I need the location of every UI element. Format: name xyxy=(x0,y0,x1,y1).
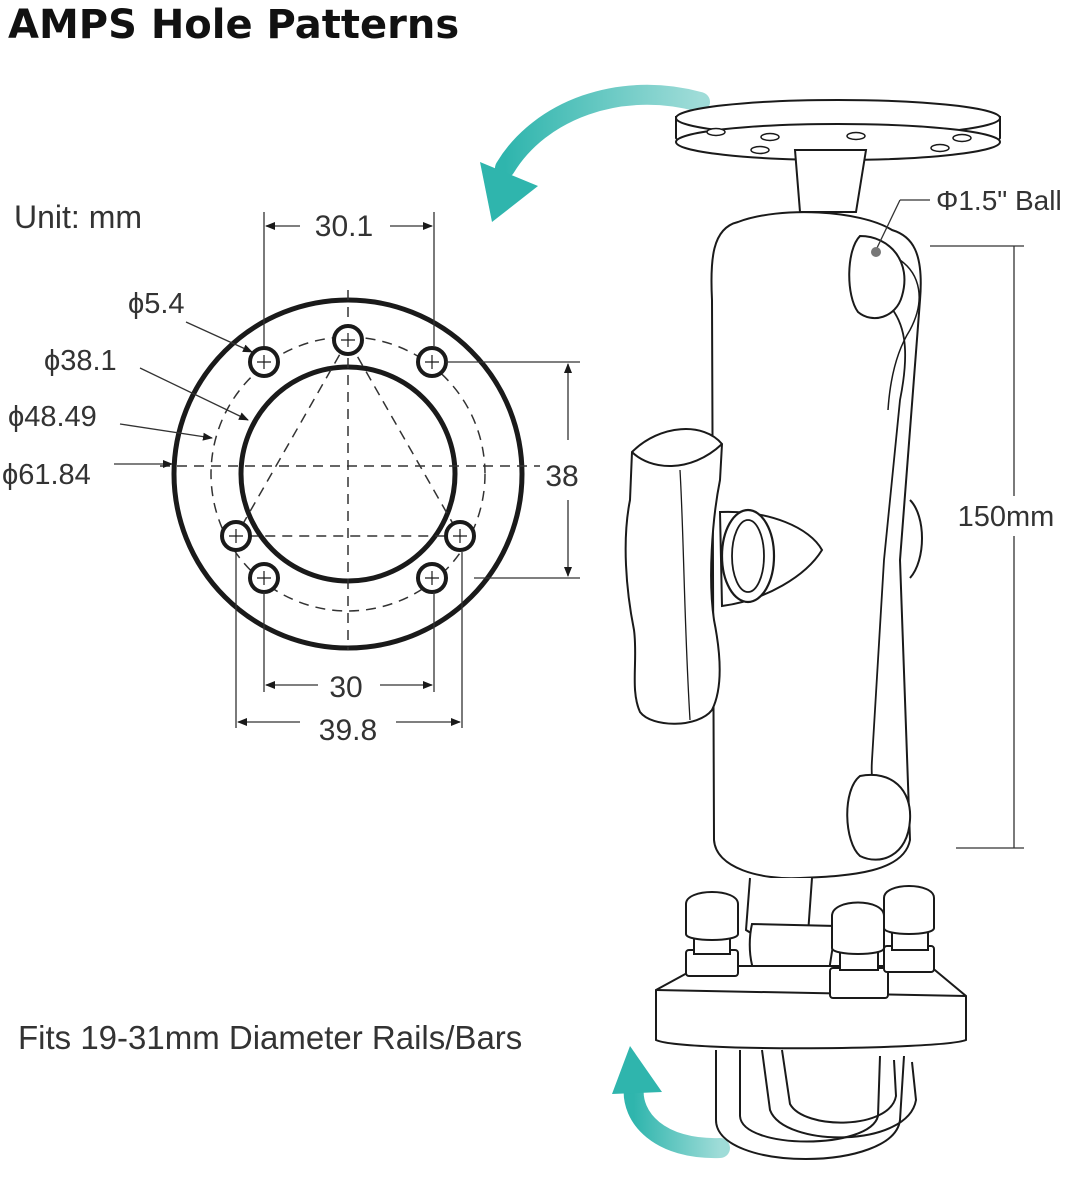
mount-illustration xyxy=(624,99,1001,1160)
dim-top-spacing xyxy=(263,212,435,346)
dim-bottom-width-label: 39.8 xyxy=(319,714,377,747)
fits-rails-label: Fits 19-31mm Diameter Rails/Bars xyxy=(18,1019,522,1056)
pcd-4849-label: ϕ48.49 xyxy=(8,401,97,433)
pcd-381-label: ϕ38.1 xyxy=(44,345,117,377)
u-bolts xyxy=(715,1049,918,1160)
arm-length-label: 150mm xyxy=(958,501,1055,533)
u-bolt-base xyxy=(655,885,967,1050)
page-title: AMPS Hole Patterns xyxy=(8,2,459,48)
dim-bottom-width xyxy=(235,552,463,728)
ball-label-leader-diag xyxy=(875,199,901,251)
hole-diameter-leader xyxy=(185,321,253,353)
dim-top-spacing-label: 30.1 xyxy=(315,210,373,243)
pcd-4849-leader xyxy=(119,423,213,441)
dim-right-height xyxy=(446,361,580,579)
ball-pointer-dot xyxy=(871,247,881,257)
round-base-plate xyxy=(675,99,1001,213)
ball-size-label: Φ1.5" Ball xyxy=(936,185,1062,216)
triangle-pattern xyxy=(234,338,462,537)
hole-diameter-label: ϕ5.4 xyxy=(128,288,185,320)
dim-arm-length xyxy=(930,245,1024,849)
dim-bottom-spacing xyxy=(263,592,435,692)
nut-left xyxy=(685,891,739,977)
tightening-knob xyxy=(624,428,824,725)
rotate-arrow-top xyxy=(480,84,710,222)
nut-right-front xyxy=(829,901,889,999)
dim-right-height-label: 38 xyxy=(545,460,578,493)
dim-bottom-spacing-label: 30 xyxy=(329,671,362,704)
unit-label: Unit: mm xyxy=(14,199,142,235)
nut-right-back xyxy=(883,885,935,973)
pcd-381-leader xyxy=(139,367,249,421)
pitch-circle xyxy=(210,336,486,612)
rotate-arrow-bottom xyxy=(612,1046,730,1159)
outer-6184-label: ϕ61.84 xyxy=(2,459,91,491)
hole-pattern-drawing: 30.1 30 39.8 38 ϕ5.4 ϕ38.1 xyxy=(2,210,580,747)
